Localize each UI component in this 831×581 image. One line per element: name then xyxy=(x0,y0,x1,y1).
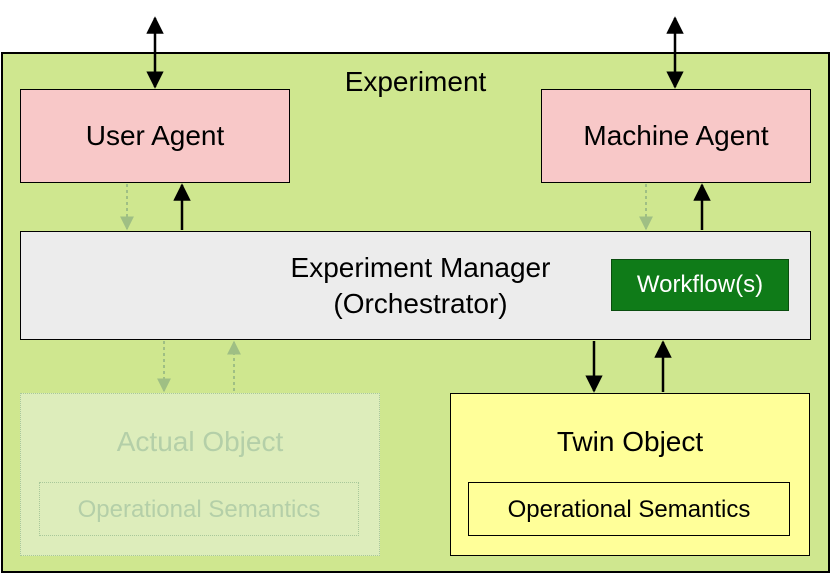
machine-agent-label: Machine Agent xyxy=(583,120,769,151)
manager-label-line1: Experiment Manager xyxy=(290,252,551,283)
user-agent-label: User Agent xyxy=(85,120,225,151)
actual-object-semantics-box: Operational Semantics xyxy=(39,482,359,536)
actual-object-box: Actual Object xyxy=(20,393,380,556)
machine-agent-box: Machine Agent xyxy=(541,89,811,183)
twin-object-label: Twin Object xyxy=(556,426,704,457)
workflow-label: Workflow(s) xyxy=(636,271,764,298)
twin-object-semantics-box: Operational Semantics xyxy=(468,482,790,536)
actual-object-label: Actual Object xyxy=(116,426,284,457)
workflow-box: Workflow(s) xyxy=(611,259,789,311)
manager-label-line2: (Orchestrator) xyxy=(333,288,508,319)
actual-object-semantics-label: Operational Semantics xyxy=(77,496,321,523)
experiment-label: Experiment xyxy=(344,66,487,97)
user-agent-box: User Agent xyxy=(20,89,290,183)
twin-object-semantics-label: Operational Semantics xyxy=(507,496,751,523)
